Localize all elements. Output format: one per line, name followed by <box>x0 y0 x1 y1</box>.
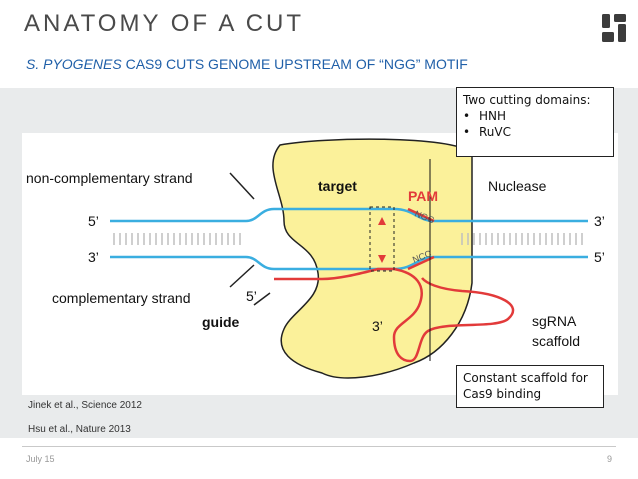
comp-strand-label: complementary strand <box>52 290 191 306</box>
top-strand-3-prime: 3’ <box>594 213 605 229</box>
cas9-diagram: non-complementary strand complementary s… <box>22 133 618 395</box>
cut-site-box <box>369 206 395 272</box>
page-number: 9 <box>606 454 612 464</box>
slide-title: ANATOMY OF A CUT <box>24 10 305 37</box>
pam-label: PAM <box>408 188 438 204</box>
guide-3-prime: 3’ <box>372 318 383 334</box>
guide-rna-strand <box>274 267 394 281</box>
complementary-dna-strand <box>110 255 588 271</box>
guide-label: guide <box>202 314 240 330</box>
domain-item: HNH <box>463 108 607 124</box>
subtitle-species: S. PYOGENES <box>26 56 122 72</box>
footer-date: July 15 <box>26 454 55 464</box>
top-strand-5-prime: 5’ <box>88 213 99 229</box>
cutting-domains-title: Two cutting domains: <box>463 93 591 107</box>
footer-divider <box>22 446 616 447</box>
reference-citation: Hsu et al., Nature 2013 <box>28 424 131 435</box>
nuclease-label: Nuclease <box>488 178 547 194</box>
bottom-strand-3-prime: 3’ <box>88 249 99 265</box>
noncomp-leader-line <box>229 172 255 200</box>
base-pair-ticks <box>113 233 583 245</box>
scaffold-label: scaffold <box>532 333 580 349</box>
bottom-cut-site-marker <box>378 255 386 263</box>
reference-citation: Jinek et al., Science 2012 <box>28 400 142 411</box>
sgrna-scaffold-strand <box>392 267 515 363</box>
bottom-strand-5-prime: 5’ <box>594 249 605 265</box>
domain-item: RuVC <box>463 124 607 140</box>
slide-subtitle: S. PYOGENES CAS9 CUTS GENOME UPSTREAM OF… <box>26 56 468 72</box>
noncomp-strand-label: non-complementary strand <box>26 170 193 186</box>
comp-leader-line <box>229 264 255 288</box>
top-cut-site-marker <box>378 217 386 225</box>
guide-leader-line <box>253 292 271 306</box>
cutting-domains-list: HNH RuVC <box>463 108 607 140</box>
scaffold-callout: Constant scaffold for Cas9 binding <box>456 365 604 408</box>
guide-5-prime: 5’ <box>246 288 257 304</box>
subtitle-text: CAS9 CUTS GENOME UPSTREAM OF “NGG” MOTIF <box>121 56 468 72</box>
target-label: target <box>318 178 357 194</box>
slide-footer: July 15 9 <box>0 446 638 479</box>
non-complementary-dna-strand <box>110 207 588 223</box>
sgrna-label: sgRNA <box>532 313 577 329</box>
cutting-domains-callout: Two cutting domains: HNH RuVC <box>456 87 614 157</box>
company-logo-icon <box>602 14 626 42</box>
